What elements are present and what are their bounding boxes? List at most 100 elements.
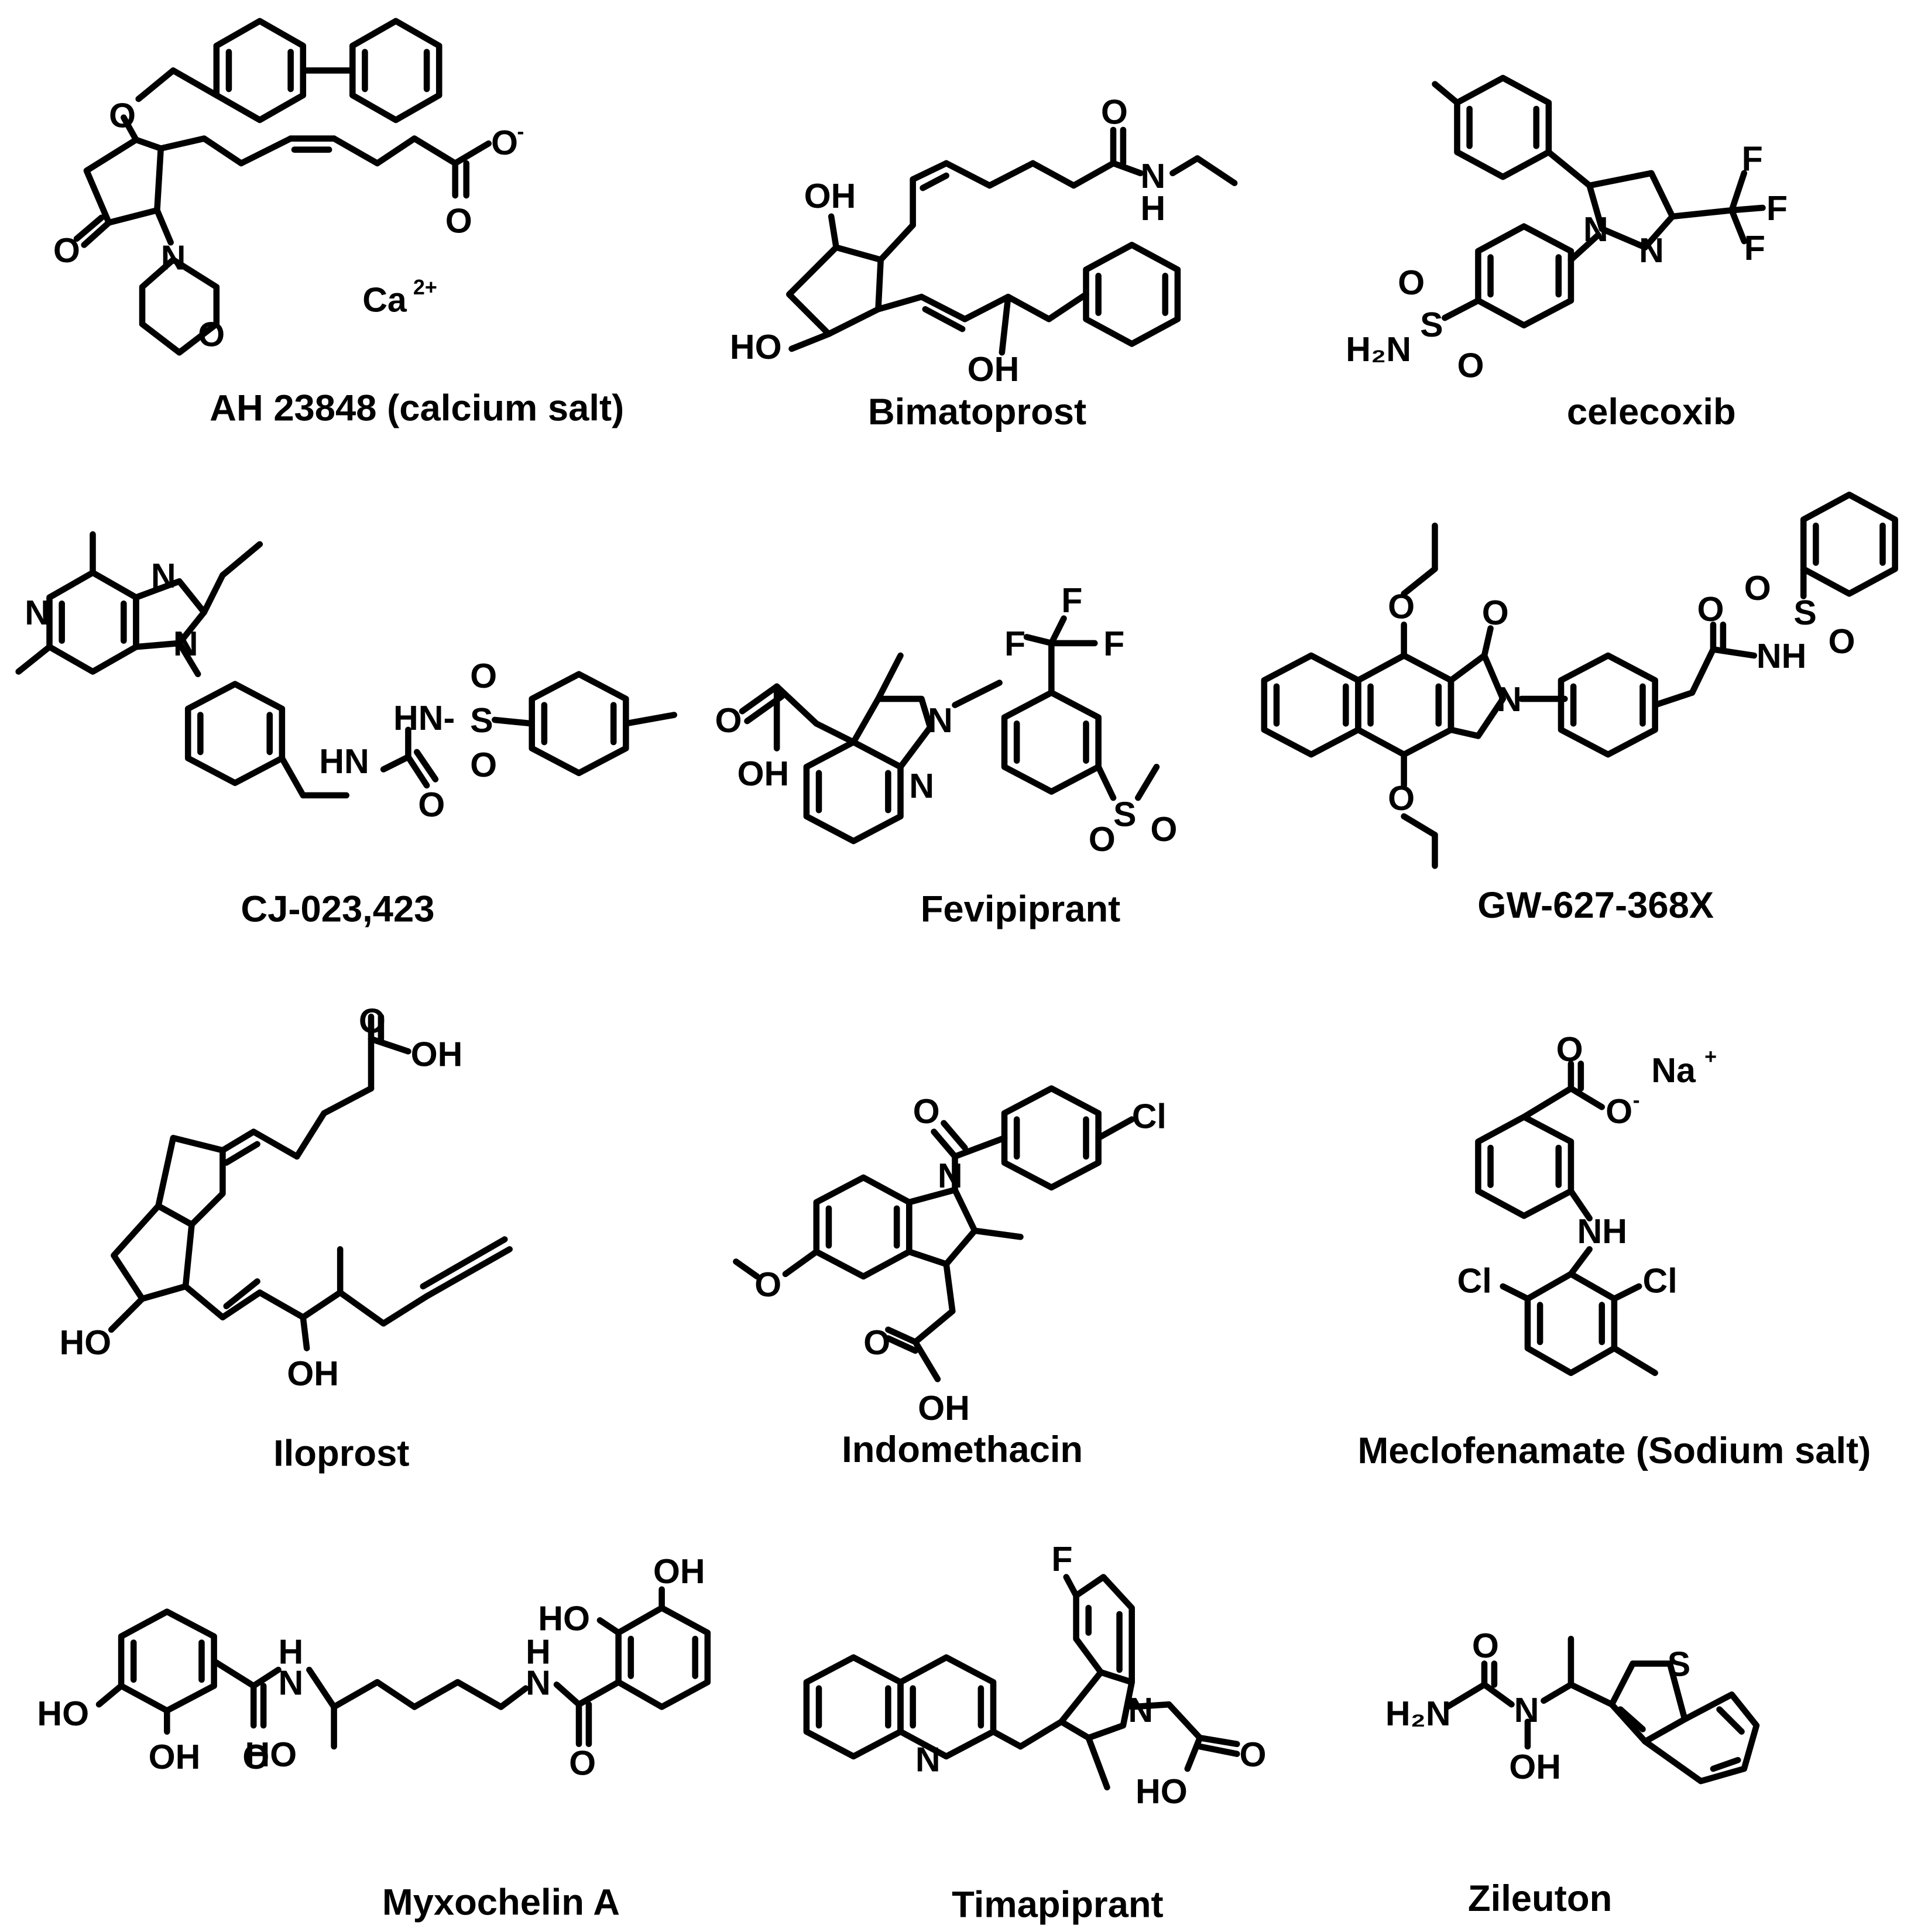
atom-label: O — [1457, 346, 1484, 385]
atom-label: N — [938, 1156, 963, 1195]
atom-label: HN- — [393, 698, 455, 737]
atom-label: HO — [59, 1323, 111, 1362]
atom-label: N — [928, 701, 953, 740]
atom-label: HO — [538, 1598, 590, 1638]
atom-label: O — [418, 785, 445, 824]
atom-label: OH — [411, 1035, 463, 1074]
atom-label: N — [173, 624, 198, 663]
atom-label: O — [1101, 92, 1128, 131]
atom-label: O — [1697, 589, 1724, 629]
compound-name: CJ-023,423 — [241, 888, 434, 929]
atom-label: S — [1668, 1645, 1690, 1684]
atom-label: HO — [730, 327, 782, 366]
compound-name: Fevipiprant — [921, 888, 1121, 929]
compound-name: AH 23848 (calcium salt) — [210, 388, 624, 429]
atom-label: O — [1240, 1735, 1267, 1774]
atom-label: O — [754, 1265, 781, 1304]
atom-label: O — [863, 1323, 890, 1362]
atom-label: N — [151, 556, 176, 595]
atom-label: H₂N — [1385, 1694, 1451, 1733]
atom-label: N — [161, 238, 186, 277]
atom-label: NH — [1577, 1212, 1627, 1251]
atom-label: N — [909, 766, 934, 805]
atom-label: F — [1103, 624, 1124, 663]
atom-label: O — [470, 745, 497, 784]
atom-label: O — [53, 231, 80, 270]
atom-label: O — [1482, 593, 1509, 632]
charge-label: - — [517, 119, 524, 143]
atom-label: O — [1829, 622, 1855, 661]
structure-myxochelin-a: HO OH O H N HO H N O HO OH Myxochelin A — [37, 1552, 711, 1923]
atom-label: N — [1583, 210, 1608, 249]
atom-label: H — [1140, 188, 1165, 228]
atom-label: O — [1388, 778, 1415, 818]
atom-label: OH — [653, 1552, 705, 1591]
atom-label: Cl — [1643, 1261, 1678, 1300]
atom-label: O — [1606, 1092, 1632, 1131]
atom-label: O — [242, 1737, 269, 1776]
atom-label: NH — [1757, 636, 1806, 675]
compound-name: Myxochelin A — [382, 1882, 620, 1923]
atom-label: O — [913, 1092, 940, 1131]
atom-label: O — [1398, 263, 1425, 302]
atom-label: F — [1742, 139, 1763, 179]
structure-cj-023423: N N N HN O HN- S O O CJ-023,423 — [15, 531, 678, 929]
charge-label: 2+ — [413, 275, 437, 299]
atom-label: OH — [737, 754, 790, 793]
atom-label: O — [109, 96, 136, 135]
atom-label: F — [1766, 188, 1788, 228]
atom-label: S — [1420, 305, 1443, 344]
compound-name: GW-627-368X — [1477, 885, 1714, 926]
atom-label: H₂N — [1346, 330, 1411, 369]
atom-label: OH — [918, 1388, 970, 1427]
atom-label: O — [1388, 587, 1415, 626]
compound-name: Meclofenamate (Sodium salt) — [1357, 1430, 1871, 1471]
atom-label: S — [470, 701, 493, 740]
counterion-label: Ca — [362, 280, 407, 320]
compound-name: Timapiprant — [952, 1885, 1164, 1926]
atom-label: O — [1472, 1626, 1499, 1665]
atom-label: F — [1051, 1539, 1072, 1578]
structure-meclofenamate: O O - Na + NH Cl Cl Meclofenamate (Sodiu… — [1357, 1030, 1871, 1471]
structure-zileuton: H₂N O N OH S Zileuton — [1385, 1626, 1760, 1919]
atom-label: F — [1744, 228, 1765, 267]
structure-ah-23848: O O N O O - O Ca 2+ AH 23848 (calcium sa… — [53, 18, 624, 429]
structure-celecoxib: N N F F F S O O H₂N celecoxib — [1346, 74, 1788, 433]
atom-label: O — [1150, 809, 1177, 849]
atom-label: O — [445, 201, 472, 240]
atom-label: Cl — [1132, 1096, 1167, 1135]
atom-label: OH — [968, 349, 1020, 389]
atom-label: H — [526, 1632, 551, 1671]
atom-label: N — [1128, 1690, 1153, 1729]
charge-label: + — [1704, 1044, 1717, 1068]
atom-label: O — [1744, 568, 1771, 608]
atom-label: O — [491, 123, 518, 162]
atom-label: N — [1639, 231, 1664, 270]
charge-label: - — [1633, 1087, 1640, 1111]
atom-label: HO — [37, 1694, 89, 1733]
compound-name: celecoxib — [1567, 392, 1736, 433]
atom-label: O — [359, 1001, 386, 1041]
atom-label: F — [1061, 581, 1082, 620]
structure-fevipiprant: O OH N N F F F S O O Fevipiprant — [715, 581, 1178, 929]
structure-timapiprant: F N N O HO Timapiprant — [803, 1539, 1267, 1926]
atom-label: HO — [245, 1735, 297, 1774]
structure-bimatoprost: OH HO OH O N H Bimatoprost — [730, 92, 1238, 433]
compound-name: Iloprost — [273, 1433, 409, 1474]
counterion-label: Na — [1651, 1051, 1696, 1090]
structure-indomethacin: O N Cl O O OH Indomethacin — [733, 1085, 1167, 1470]
atom-label: N — [278, 1663, 303, 1702]
compound-name: Zileuton — [1468, 1878, 1612, 1919]
structure-gw-627-368x: O O O N O NH S O O GW-627-368X — [1261, 492, 1898, 926]
atom-label: OH — [149, 1737, 201, 1776]
atom-label: OH — [287, 1354, 339, 1393]
atom-label: O — [1556, 1030, 1583, 1069]
atom-label: N — [1140, 156, 1165, 195]
atom-label: Cl — [1457, 1261, 1492, 1300]
compound-name: Bimatoprost — [868, 392, 1086, 433]
atom-label: N — [1497, 680, 1522, 719]
atom-label: N — [526, 1663, 551, 1702]
structure-iloprost: O OH HO OH Iloprost — [59, 1001, 513, 1474]
